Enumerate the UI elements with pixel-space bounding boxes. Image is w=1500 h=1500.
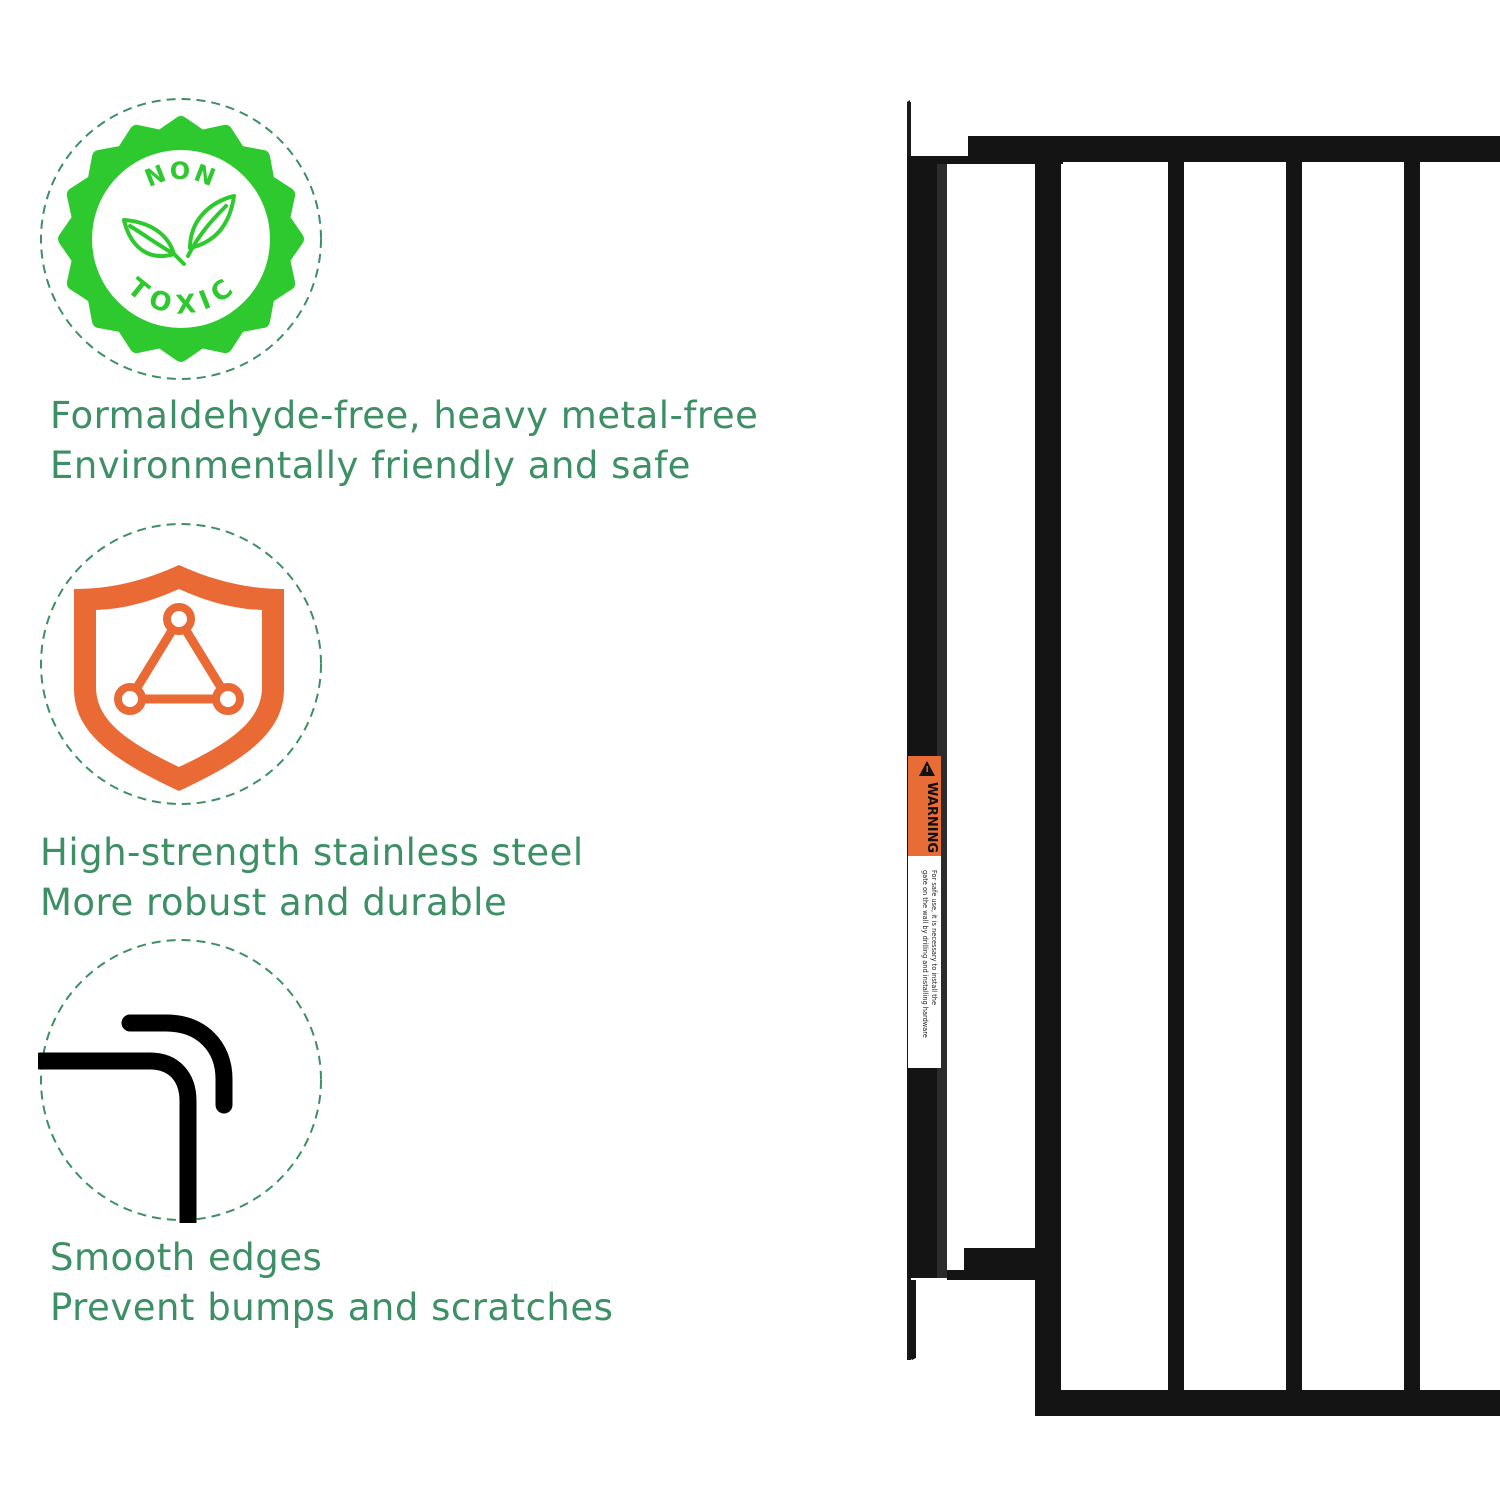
feature-line: Environmentally friendly and safe: [50, 444, 691, 487]
warning-body-line: gate on the wall by drilling and install…: [921, 870, 929, 1038]
gate-bar: [1404, 162, 1420, 1392]
feature-line: More robust and durable: [40, 881, 508, 924]
gate-bar: [1286, 162, 1302, 1392]
feature-text-edges: Smooth edges Prevent bumps and scratches: [50, 1233, 613, 1333]
feature-line: Smooth edges: [50, 1236, 323, 1279]
warning-title: WARNING: [924, 782, 939, 853]
warning-body-line: For safe use, it is necessary to install…: [930, 870, 938, 1005]
leaf-icon: [122, 194, 236, 266]
non-toxic-badge: NON TOXIC: [40, 98, 322, 380]
bottom-rail: [1035, 1390, 1500, 1416]
gate-bar: [1168, 162, 1184, 1392]
feature-text-steel: High-strength stainless steel More robus…: [40, 828, 584, 928]
feature-line: Prevent bumps and scratches: [50, 1286, 614, 1329]
gate-illustration: WARNING For safe use, it is necessary to…: [907, 100, 1500, 1416]
feature-text-non-toxic: Formaldehyde-free, heavy metal-free Envi…: [50, 391, 758, 491]
feature-line: High-strength stainless steel: [40, 831, 584, 874]
shield-triangle-icon: [40, 523, 322, 805]
gate-frame-left: [1035, 156, 1061, 1416]
warning-label: WARNING For safe use, it is necessary to…: [908, 756, 941, 1068]
rounded-corner-icon: [38, 939, 322, 1223]
feature-line: Formaldehyde-free, heavy metal-free: [50, 394, 759, 437]
